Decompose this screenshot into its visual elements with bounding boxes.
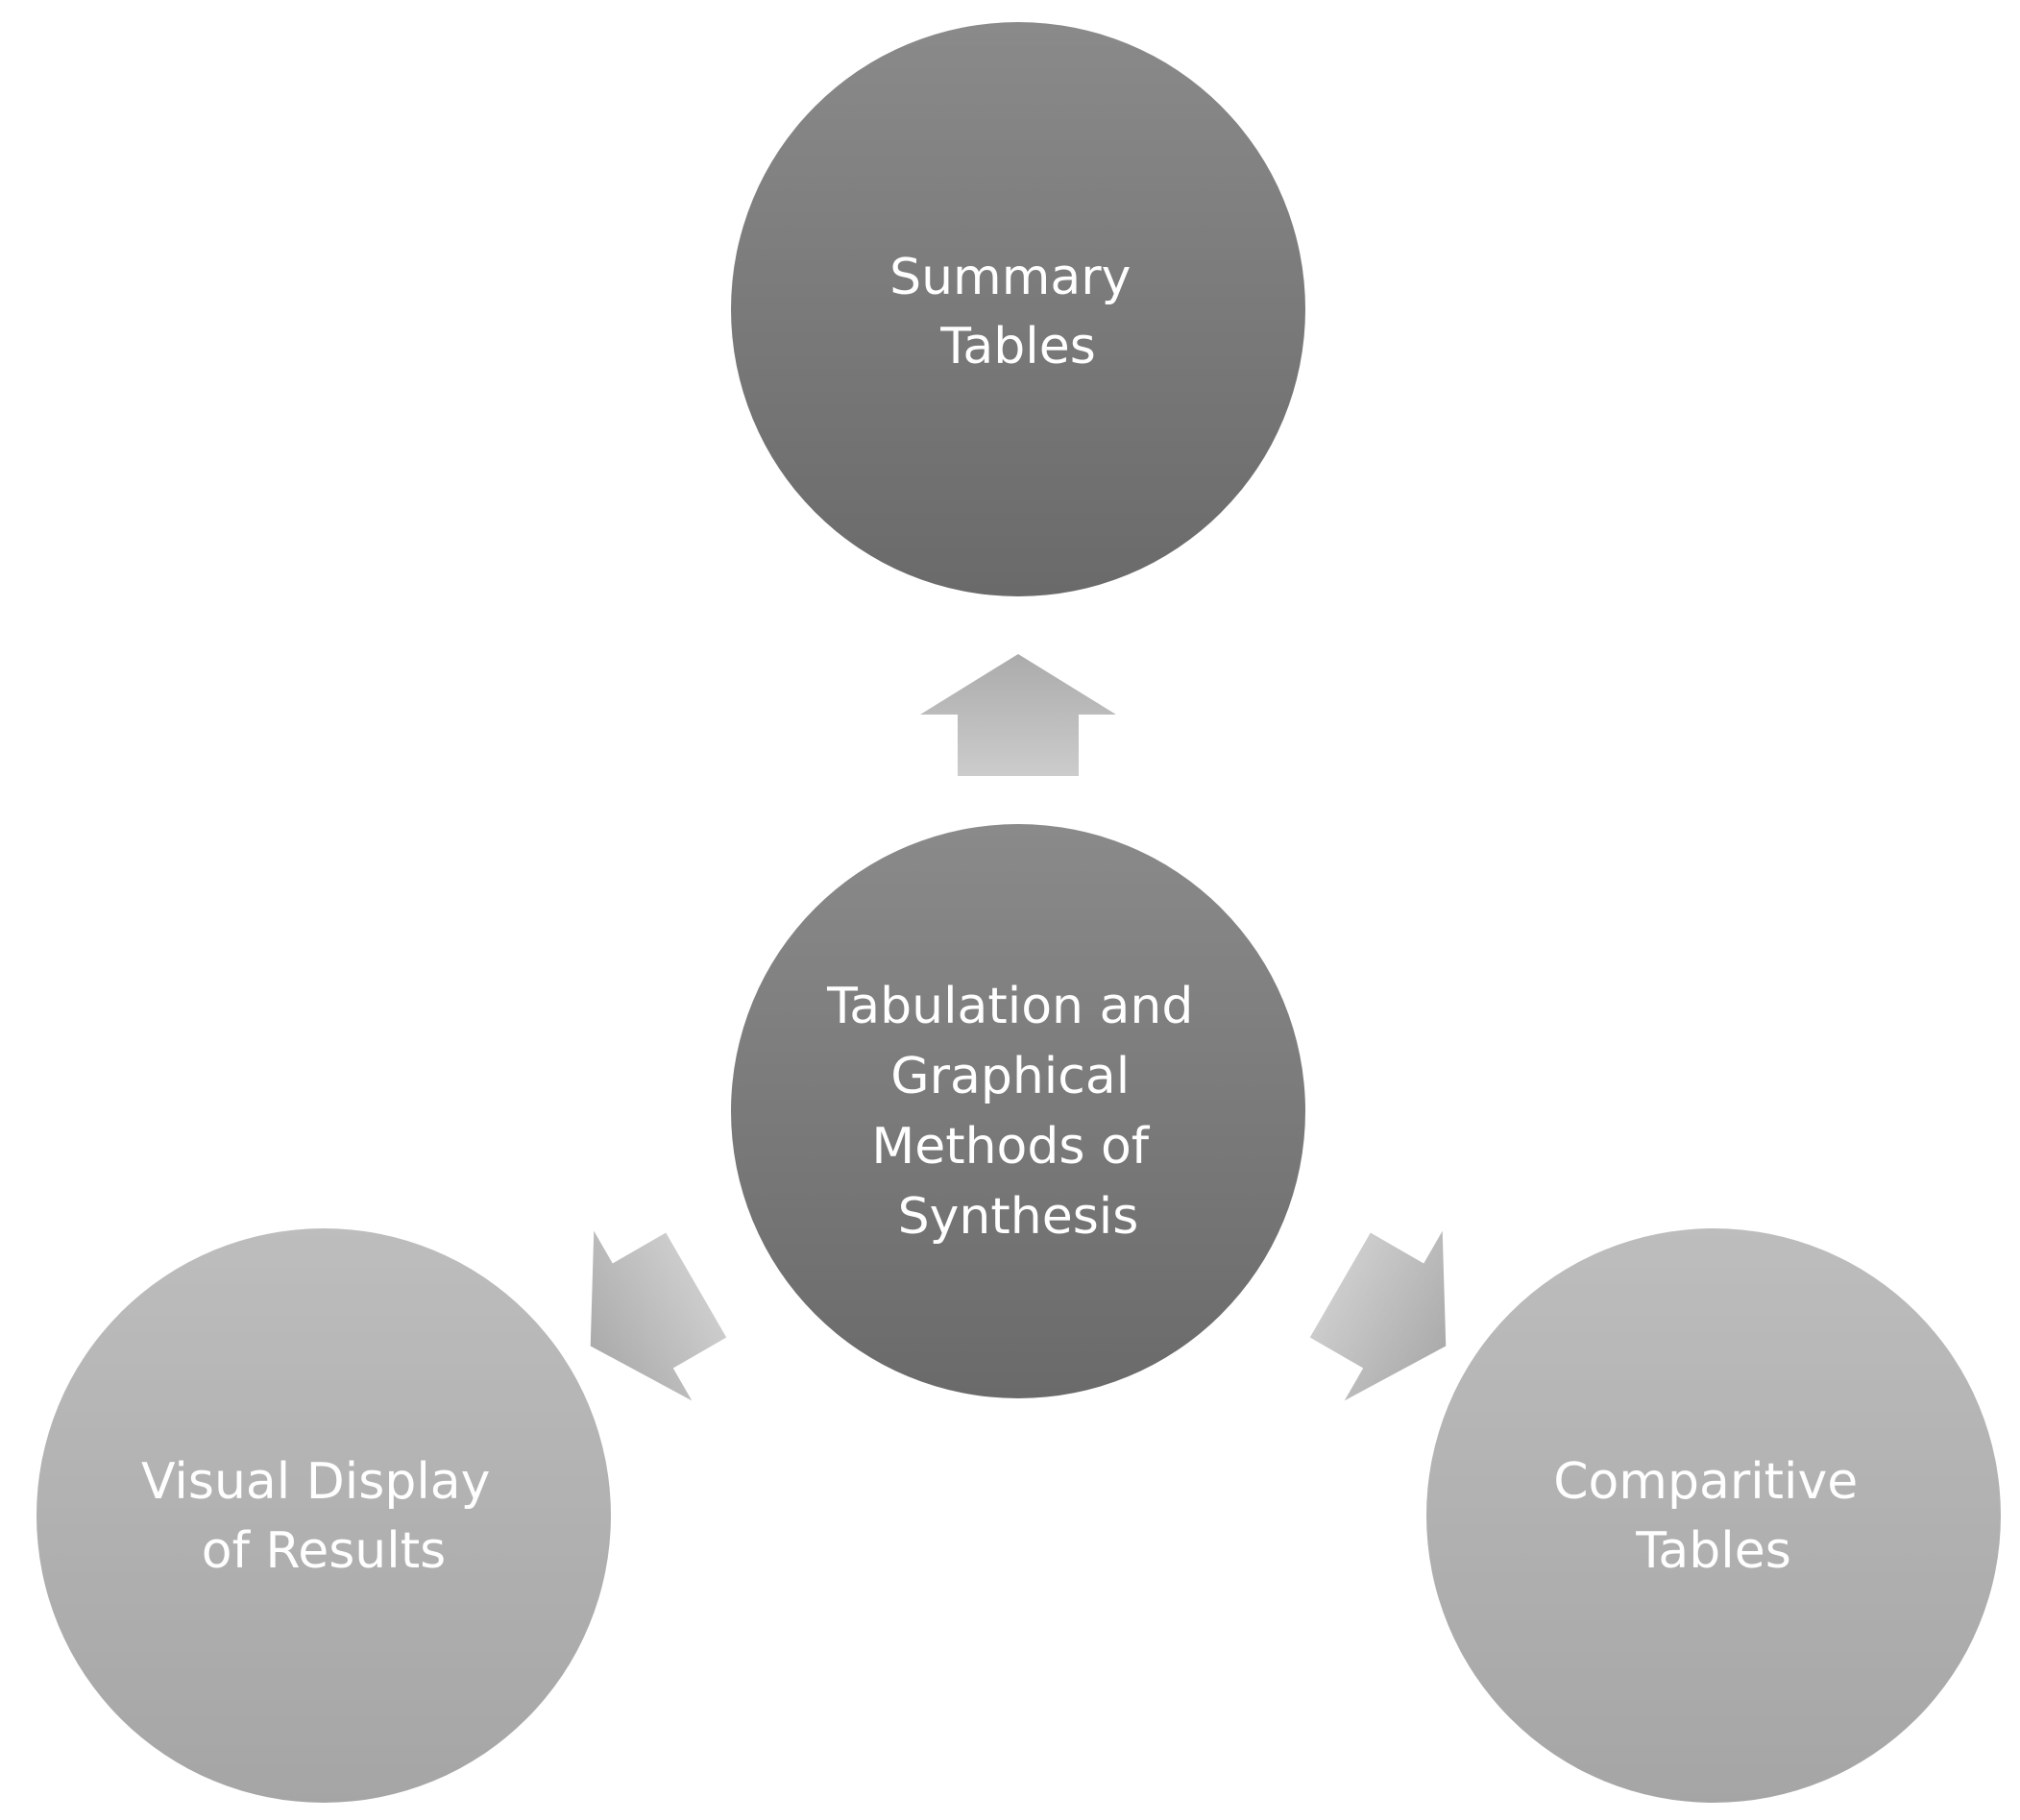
node-summary-tables-line-1: Summary bbox=[889, 249, 1131, 306]
node-visual-display-label: Visual Display of Results bbox=[141, 1453, 506, 1580]
node-center-tabulation: Tabulation and Graphical Methods of Synt… bbox=[731, 824, 1305, 1398]
node-center-line-1: Tabulation and bbox=[826, 978, 1193, 1035]
arrow-to-summary-tables bbox=[920, 654, 1116, 776]
node-comparitive-tables-line-2: Tables bbox=[1635, 1522, 1791, 1580]
node-visual-display-circle bbox=[37, 1228, 611, 1803]
node-center-circle bbox=[731, 824, 1305, 1398]
node-center-line-4: Synthesis bbox=[898, 1188, 1139, 1246]
node-center-line-2: Graphical bbox=[890, 1048, 1130, 1105]
node-comparitive-tables-label: Comparitive Tables bbox=[1553, 1453, 1874, 1580]
node-comparitive-tables-circle bbox=[1426, 1228, 2001, 1803]
node-summary-tables-line-2: Tables bbox=[939, 318, 1096, 376]
node-summary-tables-circle bbox=[731, 22, 1305, 596]
arrow-to-visual-display bbox=[590, 1230, 727, 1401]
arrow-to-comparitive-tables bbox=[1309, 1230, 1447, 1401]
node-comparitive-tables-line-1: Comparitive bbox=[1553, 1453, 1858, 1511]
node-center-line-3: Methods of bbox=[871, 1118, 1150, 1176]
node-visual-display-line-2: of Results bbox=[202, 1522, 446, 1580]
node-visual-display: Visual Display of Results bbox=[37, 1228, 611, 1803]
node-visual-display-line-1: Visual Display bbox=[141, 1453, 490, 1511]
node-summary-tables-label: Summary Tables bbox=[889, 249, 1147, 376]
node-comparitive-tables: Comparitive Tables bbox=[1426, 1228, 2001, 1803]
node-summary-tables: Summary Tables bbox=[731, 22, 1305, 596]
node-center-label: Tabulation and Graphical Methods of Synt… bbox=[826, 978, 1209, 1246]
